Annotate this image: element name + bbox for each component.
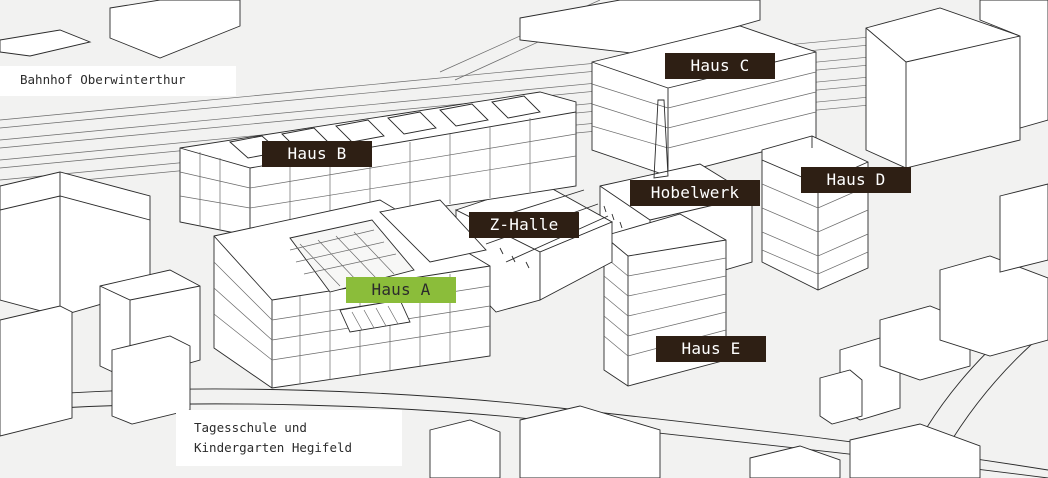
school-name-line1: Tagesschule und <box>194 420 307 435</box>
label-hobelwerk[interactable]: Hobelwerk <box>630 180 760 206</box>
label-z-halle[interactable]: Z-Halle <box>469 212 579 238</box>
note-school: Tagesschule und Kindergarten Hegifeld <box>176 410 402 466</box>
school-name-line2: Kindergarten Hegifeld <box>194 440 353 455</box>
haus-b-volume <box>179 91 577 237</box>
station-name: Bahnhof Oberwinterthur <box>20 72 186 87</box>
note-station: Bahnhof Oberwinterthur <box>0 66 236 96</box>
label-haus-d[interactable]: Haus D <box>801 167 911 193</box>
label-haus-c[interactable]: Haus C <box>665 53 775 79</box>
label-haus-e[interactable]: Haus E <box>656 336 766 362</box>
haus-d-volume <box>761 135 869 291</box>
label-haus-b[interactable]: Haus B <box>262 141 372 167</box>
label-haus-a[interactable]: Haus A <box>346 277 456 303</box>
